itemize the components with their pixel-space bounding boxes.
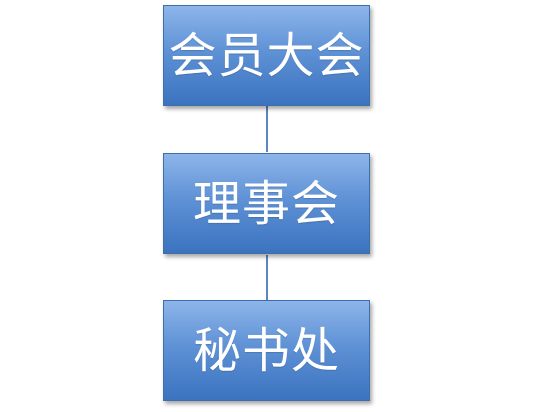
node-secretariat: 秘书处 (163, 300, 370, 401)
node-label: 理事会 (192, 175, 340, 232)
node-label: 会员大会 (168, 27, 365, 84)
node-label: 秘书处 (192, 322, 340, 379)
connector-line-2 (266, 255, 268, 300)
connector-line-1 (266, 106, 268, 152)
node-members-assembly: 会员大会 (163, 5, 370, 106)
node-council: 理事会 (163, 153, 370, 254)
